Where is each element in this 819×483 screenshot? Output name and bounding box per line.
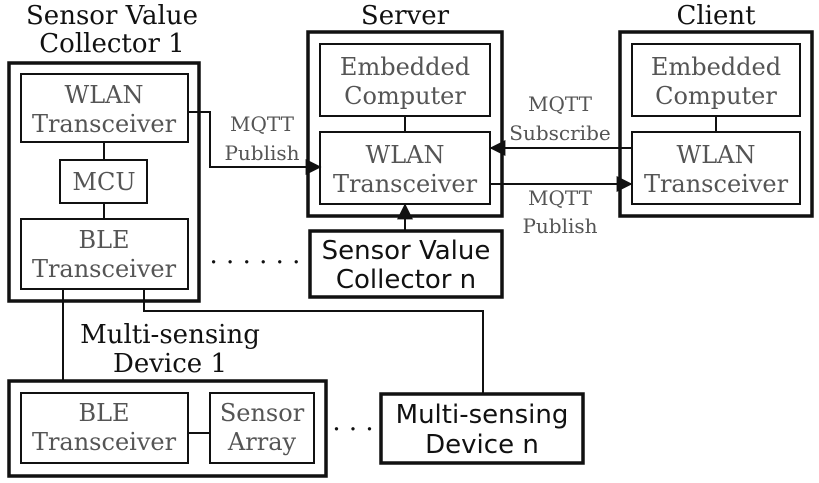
collectors-ellipsis: · · · · · · <box>210 248 301 278</box>
collector1-wlan-line1: WLAN <box>65 81 144 109</box>
collector-n-line2: Collector n <box>336 265 476 295</box>
device-n-line2: Device n <box>425 430 539 460</box>
collector1-title-line1: Sensor Value <box>26 1 198 31</box>
collector1-ble-line2: Transceiver <box>32 255 177 283</box>
device1-title-line2: Device 1 <box>113 349 227 379</box>
mqtt-subscribe-line1: MQTT <box>528 92 593 116</box>
collector1-ble-line1: BLE <box>78 226 129 254</box>
server-title: Server <box>361 1 450 31</box>
collector1-wlan-line2: Transceiver <box>32 110 177 138</box>
device1-title-line1: Multi-sensing <box>80 320 260 350</box>
ble-link-collector1-device-n <box>143 289 484 394</box>
device-n-line1: Multi-sensing <box>396 400 569 430</box>
client-embedded-computer-box <box>631 43 801 117</box>
device1-ble-line2: Transceiver <box>32 428 177 456</box>
client-wlan-line1: WLAN <box>677 141 756 169</box>
server-embedded-computer-box <box>319 43 491 117</box>
server-wlan-line1: WLAN <box>366 141 445 169</box>
collector1-title-line2: Collector 1 <box>39 29 184 59</box>
mqtt-publish-left-line1: MQTT <box>230 112 295 136</box>
client-wlan-line2: Transceiver <box>644 170 789 198</box>
collector-n-line1: Sensor Value <box>322 236 491 266</box>
mqtt-publish-right-line1: MQTT <box>528 186 593 210</box>
mqtt-publish-right-line2: Publish <box>522 214 597 238</box>
device-n-box <box>379 392 585 465</box>
client-title: Client <box>676 1 756 31</box>
device1-sensor-line1: Sensor <box>220 399 305 427</box>
device1-sensor-array-box <box>209 392 315 464</box>
device1-ble-line1: BLE <box>78 399 129 427</box>
device1-ble-transceiver-box <box>20 392 189 464</box>
mqtt-publish-left-line2: Publish <box>224 141 299 165</box>
collector1-mcu-label: MCU <box>72 168 135 196</box>
server-wlan-transceiver-box <box>319 131 491 205</box>
mqtt-publish-collector-to-server-arrow <box>188 111 322 175</box>
collector1-wlan-transceiver-box <box>20 73 189 143</box>
client-embedded-line2: Computer <box>655 82 777 110</box>
server-embedded-line1: Embedded <box>340 53 470 81</box>
client-wlan-transceiver-box <box>631 131 801 205</box>
device1-sensor-line2: Array <box>227 428 297 456</box>
server-embedded-line2: Computer <box>344 82 466 110</box>
devices-ellipsis: · · · <box>332 415 373 445</box>
client-embedded-line1: Embedded <box>651 53 781 81</box>
mqtt-subscribe-line2: Subscribe <box>509 121 610 145</box>
collector1-ble-transceiver-box <box>20 218 189 290</box>
collector-n-box <box>308 229 504 299</box>
server-wlan-line2: Transceiver <box>333 170 478 198</box>
